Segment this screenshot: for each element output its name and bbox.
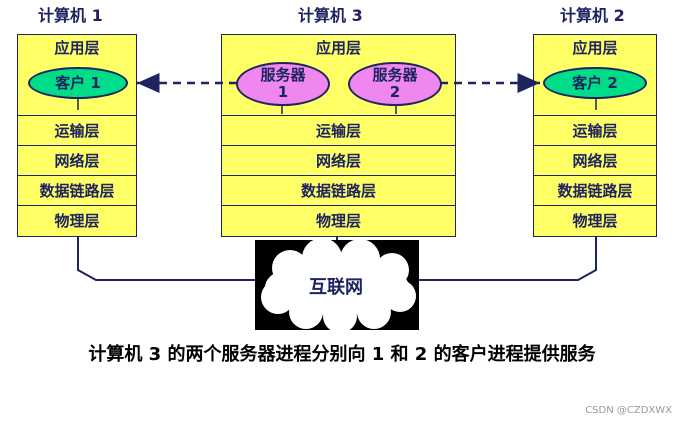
client-2-process: 客户 2 xyxy=(543,67,647,99)
server-2-process: 服务器 2 xyxy=(348,62,442,106)
computer-2-title: 计算机 2 xyxy=(560,6,625,25)
network-layer: 网络层 xyxy=(18,145,136,175)
computer-1-title: 计算机 1 xyxy=(38,6,103,25)
physical-layer: 物理层 xyxy=(534,205,656,235)
cable-computer-2 xyxy=(412,237,597,281)
transport-layer: 运输层 xyxy=(222,115,455,145)
server-1-process: 服务器 1 xyxy=(236,62,330,106)
transport-layer: 运输层 xyxy=(18,115,136,145)
data-link-layer: 数据链路层 xyxy=(18,175,136,205)
figure-caption: 计算机 3 的两个服务器进程分别向 1 和 2 的客户进程提供服务 xyxy=(88,344,596,365)
data-link-layer: 数据链路层 xyxy=(222,175,455,205)
internet-cloud-icon xyxy=(255,238,419,333)
watermark: CSDN @CZDXWX xyxy=(585,405,672,416)
network-layer: 网络层 xyxy=(534,145,656,175)
computer-3-title: 计算机 3 xyxy=(298,6,363,25)
internet-label: 互联网 xyxy=(309,277,363,298)
cable-computer-1 xyxy=(77,237,262,281)
client-1-process: 客户 1 xyxy=(28,67,128,99)
network-layer: 网络层 xyxy=(222,145,455,175)
application-layer-label: 应用层 xyxy=(315,39,361,57)
application-layer-label: 应用层 xyxy=(572,39,618,57)
transport-layer: 运输层 xyxy=(534,115,656,145)
physical-layer: 物理层 xyxy=(18,205,136,235)
physical-layer: 物理层 xyxy=(222,205,455,235)
data-link-layer: 数据链路层 xyxy=(534,175,656,205)
application-layer-label: 应用层 xyxy=(54,39,100,57)
